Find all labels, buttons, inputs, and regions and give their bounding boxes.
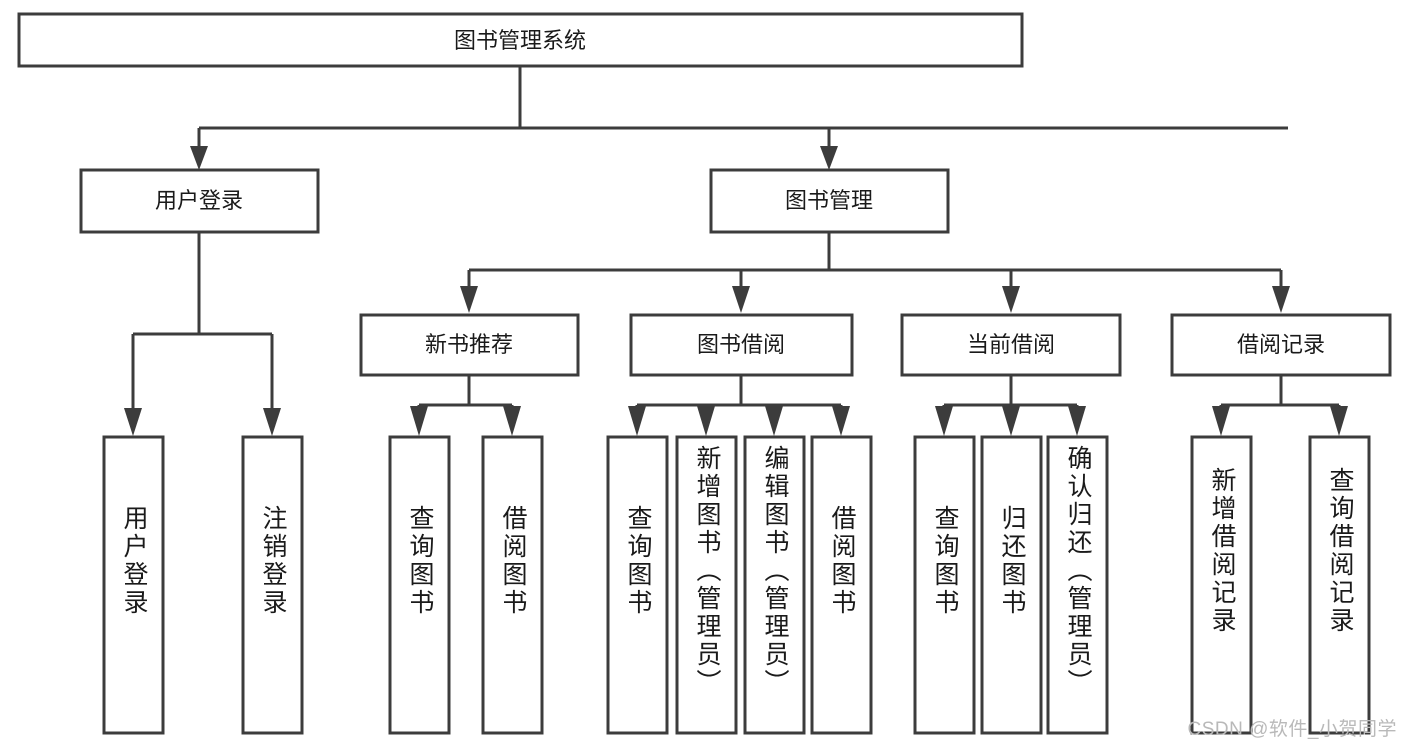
arrow-head-leaf-user-login (124, 408, 142, 436)
node-current-borrow-label: 当前借阅 (967, 332, 1055, 357)
node-root-label: 图书管理系统 (454, 28, 586, 53)
arrow-head-leaf-borrow-book-1 (503, 406, 521, 436)
connector-currentborrow-to-leaves (935, 375, 1086, 436)
leaf-rect-query-record[interactable] (1308, 435, 1371, 735)
arrow-head-leaf-query-book-2 (628, 406, 646, 436)
leaf-boxes (102, 435, 1371, 735)
arrow-head-leaf-add-book (697, 406, 715, 436)
node-book-manage-label: 图书管理 (785, 188, 873, 213)
leaf-rect-query-book-1[interactable] (388, 435, 451, 735)
arrow-head-leaf-query-book-1 (410, 406, 428, 436)
node-user-login[interactable]: 用户登录 (79, 168, 320, 234)
arrow-head-leaf-return-book (1002, 406, 1020, 436)
node-book-borrow-label: 图书借阅 (697, 332, 785, 357)
node-user-login-label: 用户登录 (155, 188, 243, 213)
arrow-head-leaf-borrow-book-2 (832, 406, 850, 436)
arrow-head-leaf-confirm-return (1068, 406, 1086, 436)
leaf-rect-user-login[interactable] (102, 435, 165, 735)
node-book-manage-rect[interactable] (709, 168, 950, 234)
leaf-rect-borrow-book-1[interactable] (481, 435, 544, 735)
node-new-book-recommend[interactable]: 新书推荐 (359, 313, 580, 377)
node-borrow-record[interactable]: 借阅记录 (1170, 313, 1392, 377)
arrow-head-leaf-add-record (1212, 406, 1230, 436)
arrow-head-leaf-query-record (1330, 406, 1348, 436)
leaf-rect-logout[interactable] (241, 435, 304, 735)
arrow-head-leaf-query-book-3 (935, 406, 953, 436)
arrow-head-new-book-recommend (460, 286, 478, 313)
connector-bookborrow-to-leaves (628, 375, 850, 436)
node-root-rect[interactable] (17, 12, 1024, 68)
leaf-rect-add-book[interactable] (675, 435, 738, 735)
connector-borrowrecord-to-leaves (1212, 375, 1348, 436)
leaf-rect-confirm-return[interactable] (1046, 435, 1109, 735)
connector-bookmanage-to-level3 (460, 232, 1290, 313)
arrow-head-user-login (190, 146, 208, 170)
arrow-head-book-borrow (732, 286, 750, 313)
node-current-borrow[interactable]: 当前借阅 (900, 313, 1122, 377)
leaf-rect-edit-book[interactable] (743, 435, 806, 735)
arrow-head-borrow-record (1272, 286, 1290, 313)
arrow-head-leaf-edit-book (765, 406, 783, 436)
leaf-rect-borrow-book-2[interactable] (810, 435, 873, 735)
node-borrow-record-rect[interactable] (1170, 313, 1392, 377)
node-book-borrow-rect[interactable] (629, 313, 854, 377)
connector-root-to-level2 (190, 66, 1288, 170)
arrow-head-leaf-logout (263, 408, 281, 436)
connector-userlogin-to-leaves (124, 232, 281, 436)
connector-newbook-to-leaves (410, 375, 521, 436)
node-borrow-record-label: 借阅记录 (1237, 332, 1325, 357)
node-book-manage[interactable]: 图书管理 (709, 168, 950, 234)
node-current-borrow-rect[interactable] (900, 313, 1122, 377)
node-new-book-recommend-label: 新书推荐 (425, 332, 513, 357)
leaf-rect-add-record[interactable] (1190, 435, 1253, 735)
arrow-head-current-borrow (1002, 286, 1020, 313)
leaf-rect-query-book-3[interactable] (913, 435, 976, 735)
node-root[interactable]: 图书管理系统 (17, 12, 1024, 68)
node-book-borrow[interactable]: 图书借阅 (629, 313, 854, 377)
watermark-label: CSDN @软件_小贺同学 (1187, 719, 1397, 740)
node-new-book-recommend-rect[interactable] (359, 313, 580, 377)
arrow-head-book-manage (820, 146, 838, 170)
leaf-rect-query-book-2[interactable] (606, 435, 669, 735)
leaf-rect-return-book[interactable] (980, 435, 1043, 735)
